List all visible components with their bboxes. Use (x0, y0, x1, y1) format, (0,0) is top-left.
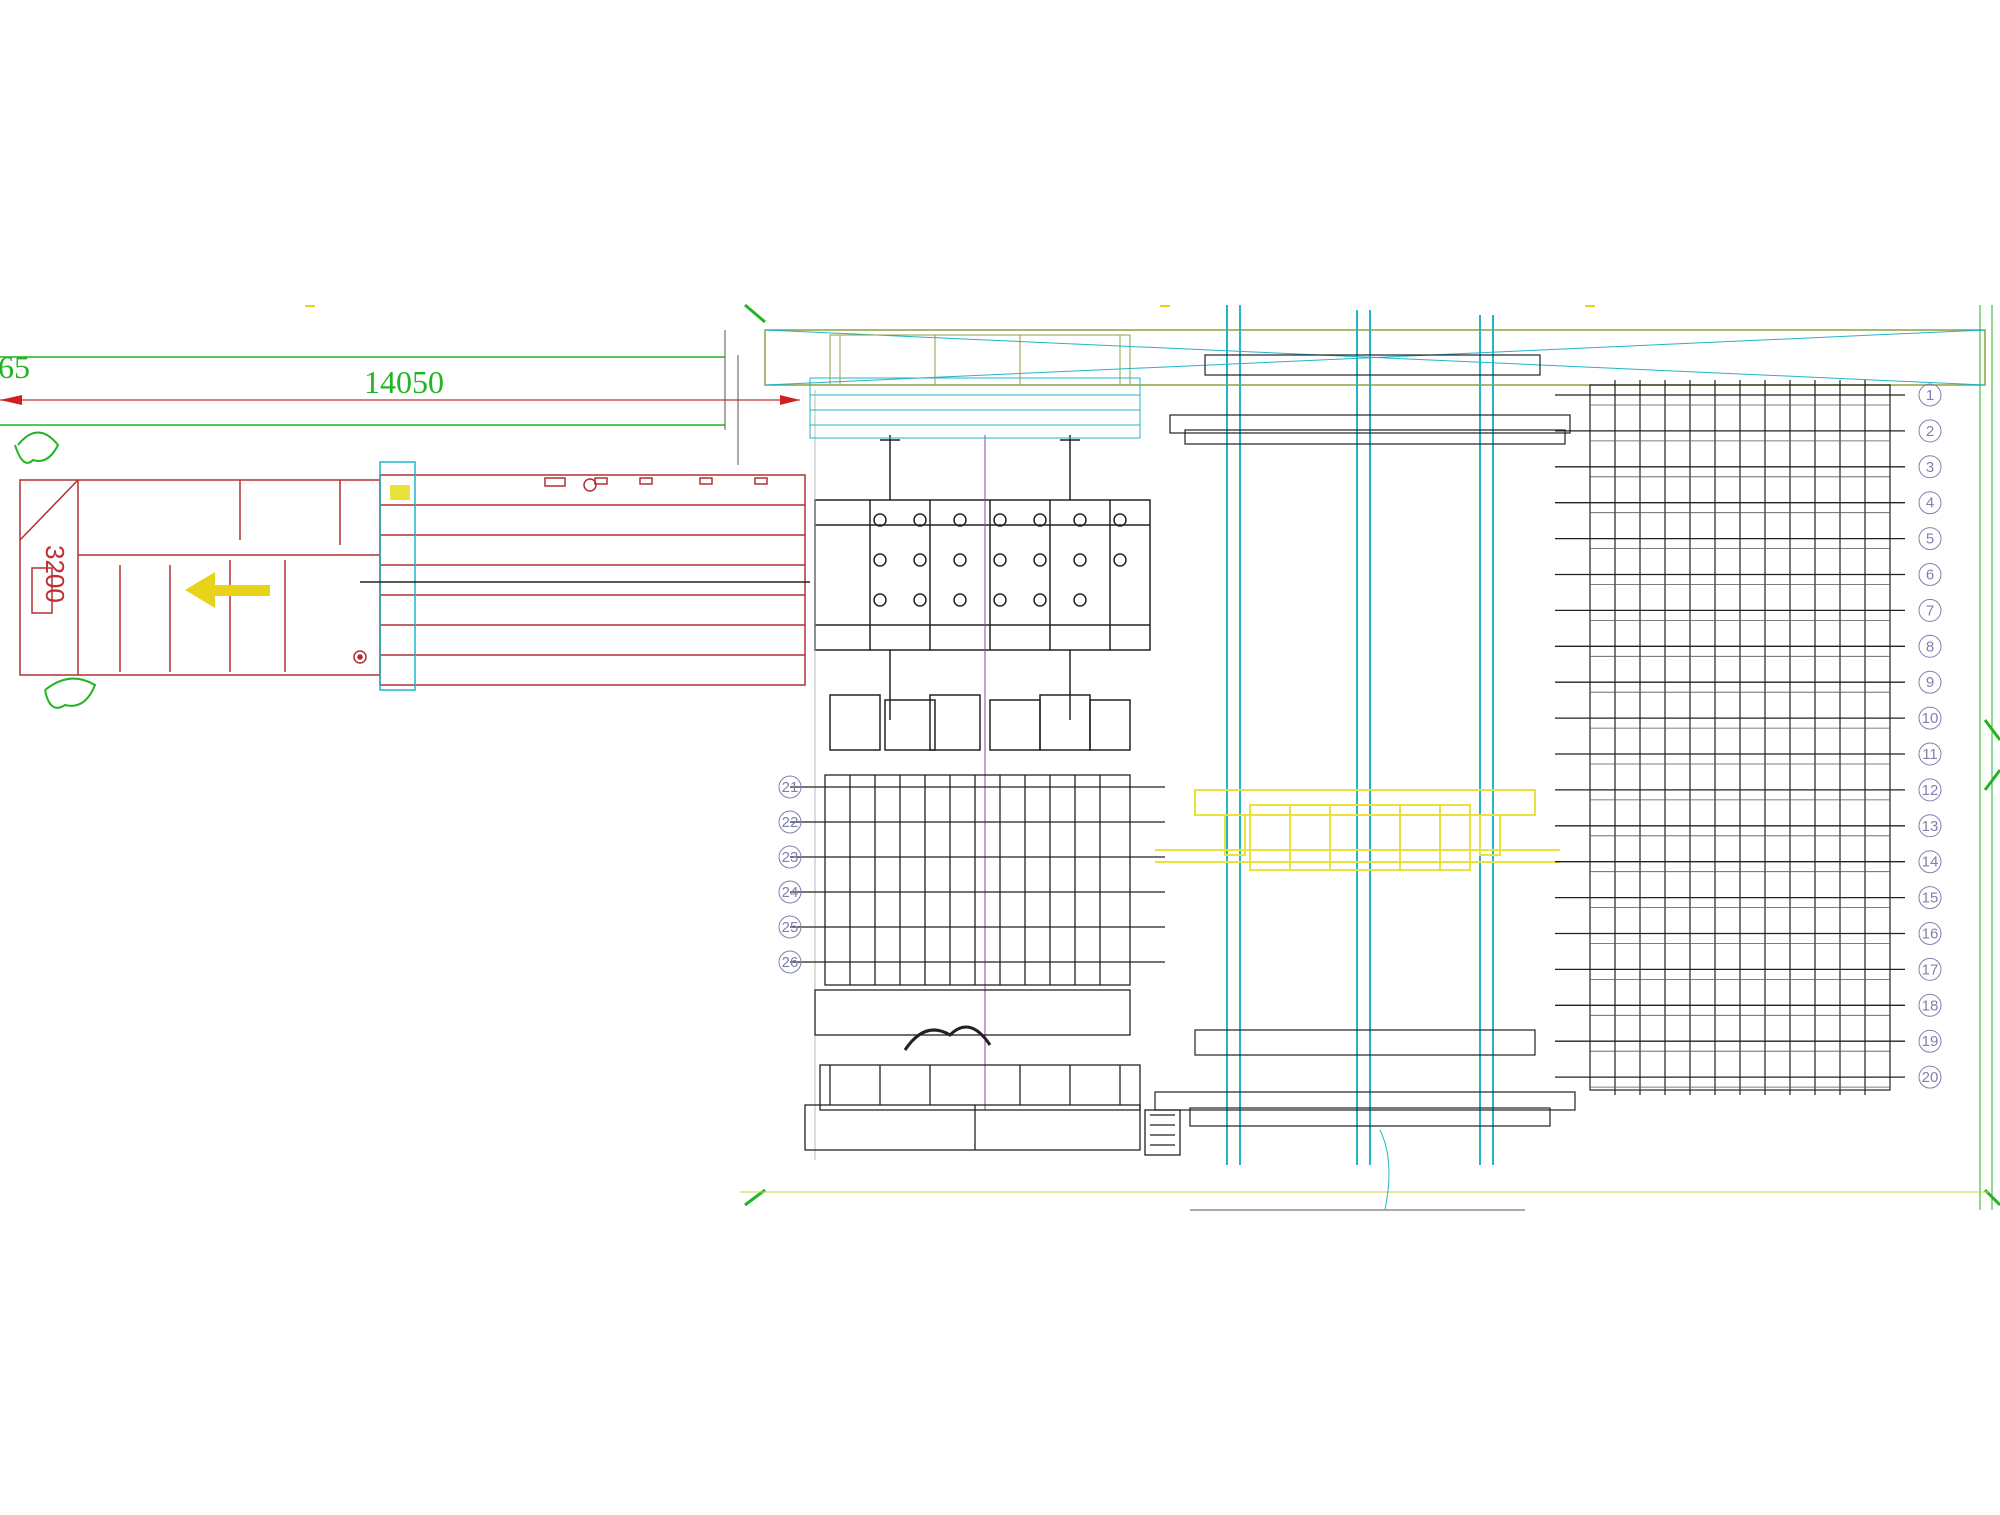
rack-label-9: 9 (1926, 674, 1934, 691)
rack-label-circle-20 (1918, 1065, 1942, 1089)
left-rack-label-26: 26 (782, 954, 799, 971)
rack-label-4: 4 (1926, 495, 1934, 512)
rack-label-18: 18 (1922, 997, 1939, 1014)
rack-label-1: 1 (1926, 387, 1934, 404)
rack-label-15: 15 (1922, 890, 1939, 907)
entry-cyan-frame (379, 461, 416, 691)
rack-label-circle-18 (1918, 993, 1942, 1017)
rack-label-circle-5 (1918, 527, 1942, 551)
rack-label-11: 11 (1922, 746, 1938, 763)
lower-conveyor (804, 1025, 1181, 1156)
rack-label-circle-6 (1918, 563, 1942, 586)
entry-table (19, 474, 806, 686)
dimension-label-overall: 14050 (364, 364, 444, 400)
rack-label-14: 14 (1922, 854, 1939, 871)
shuttle-beams (1154, 354, 1576, 1127)
rack-label-16: 16 (1922, 925, 1939, 942)
rack-label-19: 19 (1922, 1033, 1939, 1050)
left-rack-label-25: 25 (782, 919, 799, 936)
rack-label-circle-2 (1918, 419, 1942, 443)
rack-label-circle-4 (1918, 491, 1942, 515)
rack-label-circle-13 (1918, 814, 1942, 838)
main-rack-rows (1555, 394, 1905, 1088)
left-rack-label-23: 23 (782, 849, 799, 866)
rack-label-circle-12 (1918, 778, 1942, 802)
dimension-label-partial: 65 (0, 349, 30, 385)
rack-label-6: 6 (1926, 566, 1934, 583)
rack-label-circle-14 (1918, 850, 1942, 874)
rack-label-circle-19 (1918, 1029, 1942, 1053)
rack-label-7: 7 (1926, 602, 1934, 619)
rack-label-circle-9 (1918, 670, 1942, 694)
rack-label-circle-17 (1918, 957, 1942, 981)
rack-label-3: 3 (1926, 459, 1934, 476)
rack-label-circle-7 (1918, 598, 1942, 622)
left-rack-label-22: 22 (782, 814, 799, 831)
rack-label-10: 10 (1922, 710, 1939, 727)
entry-sensor (390, 485, 410, 500)
rack-label-5: 5 (1926, 531, 1934, 548)
shuttle-carriage (1155, 789, 1560, 871)
entry-width-label: 3200 (40, 545, 70, 603)
loader-frame (814, 435, 1151, 751)
left-rack-labels: 21 22 23 24 25 26 (778, 775, 802, 974)
rack-label-circle-10 (1918, 706, 1942, 730)
rack-label-13: 13 (1922, 818, 1939, 835)
rack-label-circle-11 (1918, 742, 1942, 766)
dimension-overall: 14050 65 (0, 305, 1595, 465)
left-rack-label-24: 24 (782, 884, 799, 901)
left-arrow-icon (185, 572, 270, 608)
rack-label-circle-16 (1918, 922, 1942, 945)
left-rack (790, 774, 1165, 1036)
rack-label-circle-3 (1918, 455, 1942, 479)
rack-label-circle-8 (1918, 634, 1942, 658)
rack-label-2: 2 (1926, 423, 1934, 440)
ramp-icon (14, 431, 97, 709)
shuttle-rails (1226, 305, 1494, 1165)
left-rack-label-21: 21 (782, 779, 799, 796)
rack-label-circle-15 (1918, 886, 1942, 910)
rack-label-17: 17 (1922, 961, 1939, 978)
rack-label-12: 12 (1922, 782, 1939, 799)
rack-label-circle-1 (1918, 383, 1942, 407)
rack-label-8: 8 (1926, 638, 1934, 655)
top-gantry (764, 329, 1986, 439)
rack-label-20: 20 (1922, 1069, 1939, 1086)
main-rack (1589, 380, 1891, 1095)
